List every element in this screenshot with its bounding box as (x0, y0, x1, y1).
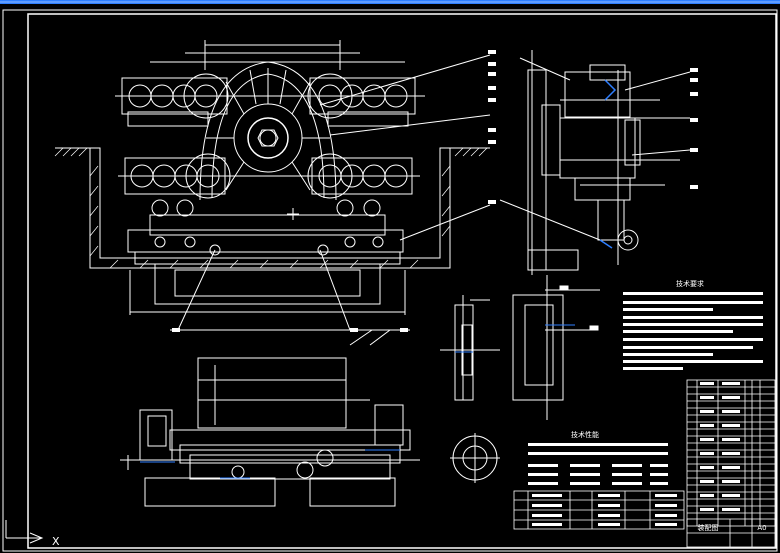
sheet-size-label: A0 (757, 524, 766, 532)
lower-roll-row (118, 153, 420, 199)
main-front-view (54, 40, 491, 331)
title-block-name: 装配图 (698, 523, 719, 532)
tech-performance-block: 技术性能 (528, 430, 668, 485)
tech-performance-title: 技术性能 (571, 430, 599, 439)
circular-detail-view (450, 433, 500, 483)
title-block (686, 518, 776, 548)
callout-tags (172, 50, 698, 332)
side-view-highlight (599, 79, 617, 249)
parts-list-table (686, 379, 776, 527)
sheet-border (2, 9, 778, 552)
tech-requirements-title: 技术要求 (676, 279, 704, 288)
ucs-x-label: X (52, 535, 60, 548)
ucs-axis-icon (5, 520, 44, 544)
bottom-blue-marks (140, 449, 400, 479)
bottom-plan-view (120, 329, 420, 507)
detail-blue-marks (455, 324, 575, 353)
upper-roll-row (115, 73, 425, 127)
parameter-table (513, 490, 685, 530)
tech-requirements-block: 技术要求 (623, 279, 763, 370)
side-view (499, 50, 691, 275)
